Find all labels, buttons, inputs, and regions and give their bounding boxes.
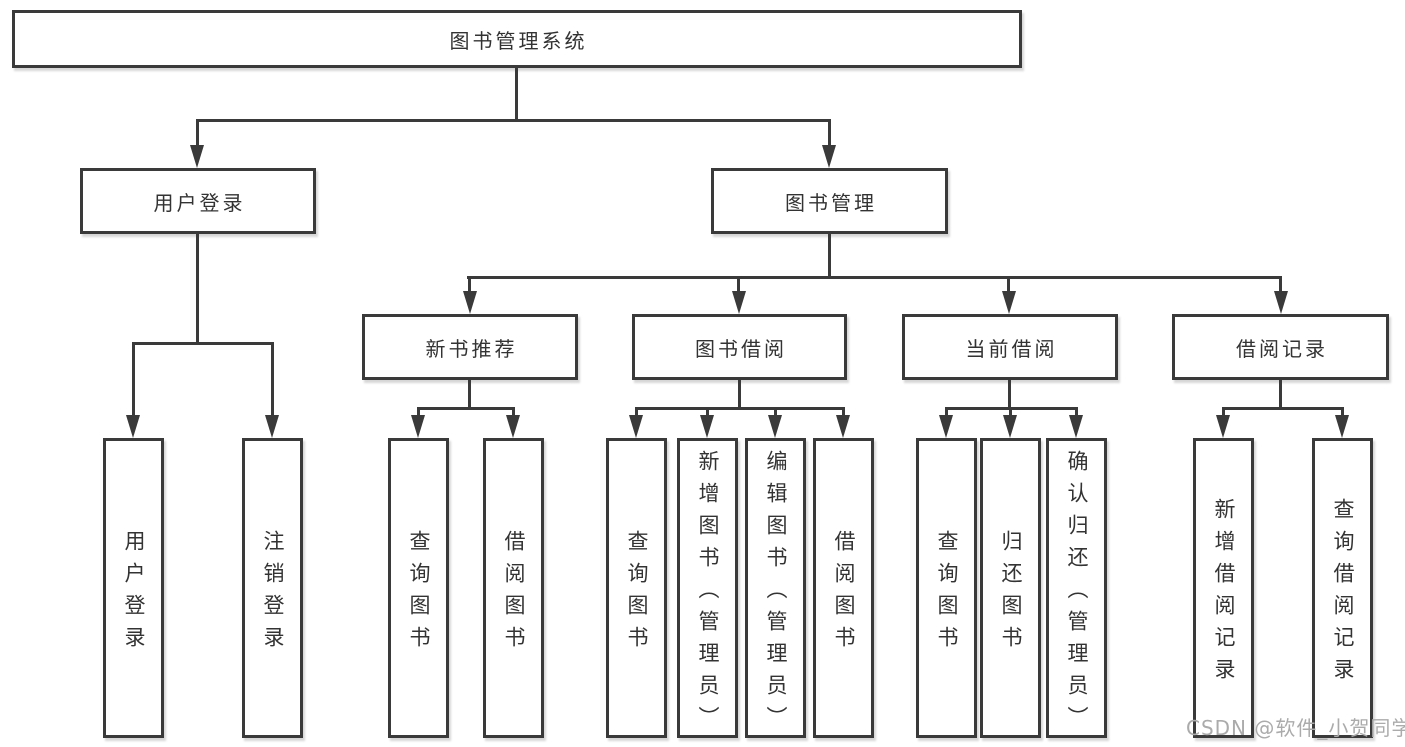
connector-shaft (417, 407, 420, 417)
leaf-query-books-recommend: 查询图书 (388, 438, 449, 738)
connector-shaft (706, 407, 709, 417)
node-book-management-label: 图书管理 (785, 190, 877, 215)
node-book-management: 图书管理 (711, 168, 948, 234)
csdn-watermark: CSDN @软件_小贺同学 (1186, 716, 1405, 740)
connector-current-borrow-trunk (1008, 380, 1011, 407)
connector-shaft (1075, 407, 1078, 417)
connector-shaft (196, 119, 199, 147)
node-book-borrow-label: 图书借阅 (695, 336, 787, 361)
connector-shaft (132, 342, 135, 415)
connector-book-management-split (467, 276, 1281, 279)
leaf-add-book-admin-label: 新增图书（管理员） (696, 449, 720, 738)
connector-shaft (945, 407, 948, 417)
connector-shaft (635, 407, 638, 417)
leaf-logout-label: 注销登录 (261, 529, 285, 658)
connector-shaft (842, 407, 845, 417)
node-root: 图书管理系统 (12, 10, 1022, 68)
connector-shaft (1279, 276, 1282, 293)
connector-arrowhead (836, 415, 850, 438)
connector-arrowhead (1069, 415, 1083, 438)
connector-shaft (737, 276, 740, 293)
connector-arrowhead (411, 415, 425, 438)
leaf-query-books-current: 查询图书 (916, 438, 977, 738)
leaf-query-borrow-record: 查询借阅记录 (1312, 438, 1373, 738)
leaf-edit-book-admin: 编辑图书（管理员） (745, 438, 806, 738)
node-root-label: 图书管理系统 (449, 28, 588, 53)
connector-borrow-records-trunk (1279, 380, 1282, 407)
leaf-add-borrow-record-label: 新增借阅记录 (1212, 497, 1236, 690)
node-borrow-records: 借阅记录 (1172, 314, 1389, 380)
leaf-logout: 注销登录 (242, 438, 303, 738)
connector-arrowhead (1335, 415, 1349, 438)
connector-book-management-trunk (828, 234, 831, 279)
leaf-user-login-label: 用户登录 (122, 529, 146, 658)
node-new-book-recommend: 新书推荐 (362, 314, 578, 380)
leaf-return-book-label: 归还图书 (999, 529, 1023, 658)
leaf-add-book-admin: 新增图书（管理员） (677, 438, 738, 738)
connector-arrowhead (1216, 415, 1230, 438)
connector-arrowhead (732, 291, 746, 314)
leaf-query-borrow-record-label: 查询借阅记录 (1331, 497, 1355, 690)
connector-arrowhead (126, 415, 140, 438)
connector-arrowhead (1274, 291, 1288, 314)
connector-shaft (828, 119, 831, 147)
connector-book-borrow-trunk (738, 380, 741, 407)
leaf-edit-book-admin-label: 编辑图书（管理员） (764, 449, 788, 738)
connector-arrowhead (506, 415, 520, 438)
connector-shaft (468, 276, 471, 293)
node-book-borrow: 图书借阅 (632, 314, 847, 380)
leaf-borrow-books-recommend-label: 借阅图书 (502, 529, 526, 658)
connector-arrowhead (768, 415, 782, 438)
node-user-login: 用户登录 (80, 168, 316, 234)
connector-shaft (512, 407, 515, 417)
connector-arrowhead (1003, 415, 1017, 438)
connector-shaft (1222, 407, 1225, 417)
connector-root-trunk (515, 68, 518, 119)
leaf-borrow-books-label: 借阅图书 (832, 529, 856, 658)
leaf-query-books-borrow: 查询图书 (606, 438, 667, 738)
node-borrow-records-label: 借阅记录 (1236, 336, 1328, 361)
connector-arrowhead (190, 145, 204, 168)
connector-book-borrow-split (635, 407, 845, 410)
connector-arrowhead (700, 415, 714, 438)
connector-recommend-split (417, 407, 515, 410)
connector-root-split (196, 119, 831, 122)
leaf-query-books-borrow-label: 查询图书 (625, 529, 649, 658)
connector-shaft (774, 407, 777, 417)
connector-arrowhead (1002, 291, 1016, 314)
connector-shaft (1007, 276, 1010, 293)
leaf-user-login: 用户登录 (103, 438, 164, 738)
connector-arrowhead (265, 415, 279, 438)
node-user-login-label: 用户登录 (153, 190, 246, 215)
leaf-borrow-books: 借阅图书 (813, 438, 874, 738)
leaf-add-borrow-record: 新增借阅记录 (1193, 438, 1254, 738)
connector-shaft (1341, 407, 1344, 417)
leaf-confirm-return-admin: 确认归还（管理员） (1046, 438, 1107, 738)
leaf-query-books-current-label: 查询图书 (935, 529, 959, 658)
connector-shaft (1009, 407, 1012, 417)
connector-arrowhead (629, 415, 643, 438)
connector-user-login-split (132, 342, 274, 345)
connector-arrowhead (822, 145, 836, 168)
leaf-return-book: 归还图书 (980, 438, 1041, 738)
node-new-book-recommend-label: 新书推荐 (425, 336, 518, 361)
connector-shaft (271, 342, 274, 415)
leaf-confirm-return-admin-label: 确认归还（管理员） (1065, 449, 1089, 738)
connector-borrow-records-split (1222, 407, 1344, 410)
connector-user-login-trunk (196, 234, 199, 342)
node-current-borrow-label: 当前借阅 (965, 336, 1058, 361)
connector-arrowhead (939, 415, 953, 438)
leaf-query-books-recommend-label: 查询图书 (407, 529, 431, 658)
node-current-borrow: 当前借阅 (902, 314, 1118, 380)
connector-arrowhead (463, 291, 477, 314)
leaf-borrow-books-recommend: 借阅图书 (483, 438, 544, 738)
connector-recommend-trunk (468, 380, 471, 407)
